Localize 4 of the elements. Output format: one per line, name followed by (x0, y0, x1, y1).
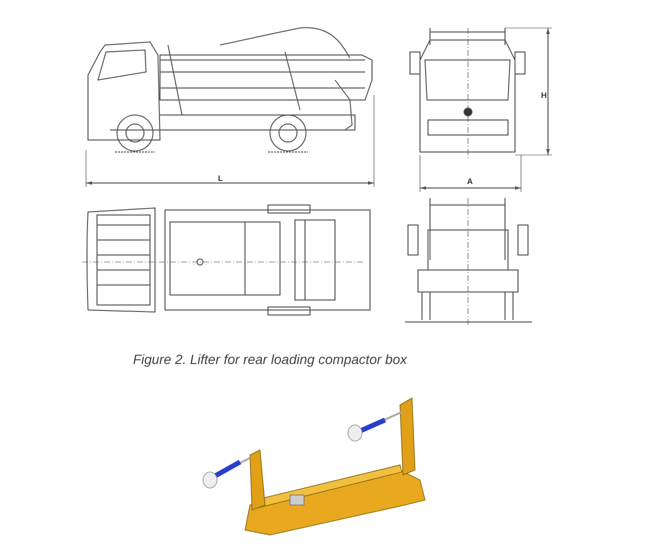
dimension-label: H (541, 92, 547, 100)
dimension-label: A (467, 178, 473, 186)
dimension-label: L (218, 175, 223, 183)
figure-caption: Figure 2. Lifter for rear loading compactor box (133, 352, 407, 367)
